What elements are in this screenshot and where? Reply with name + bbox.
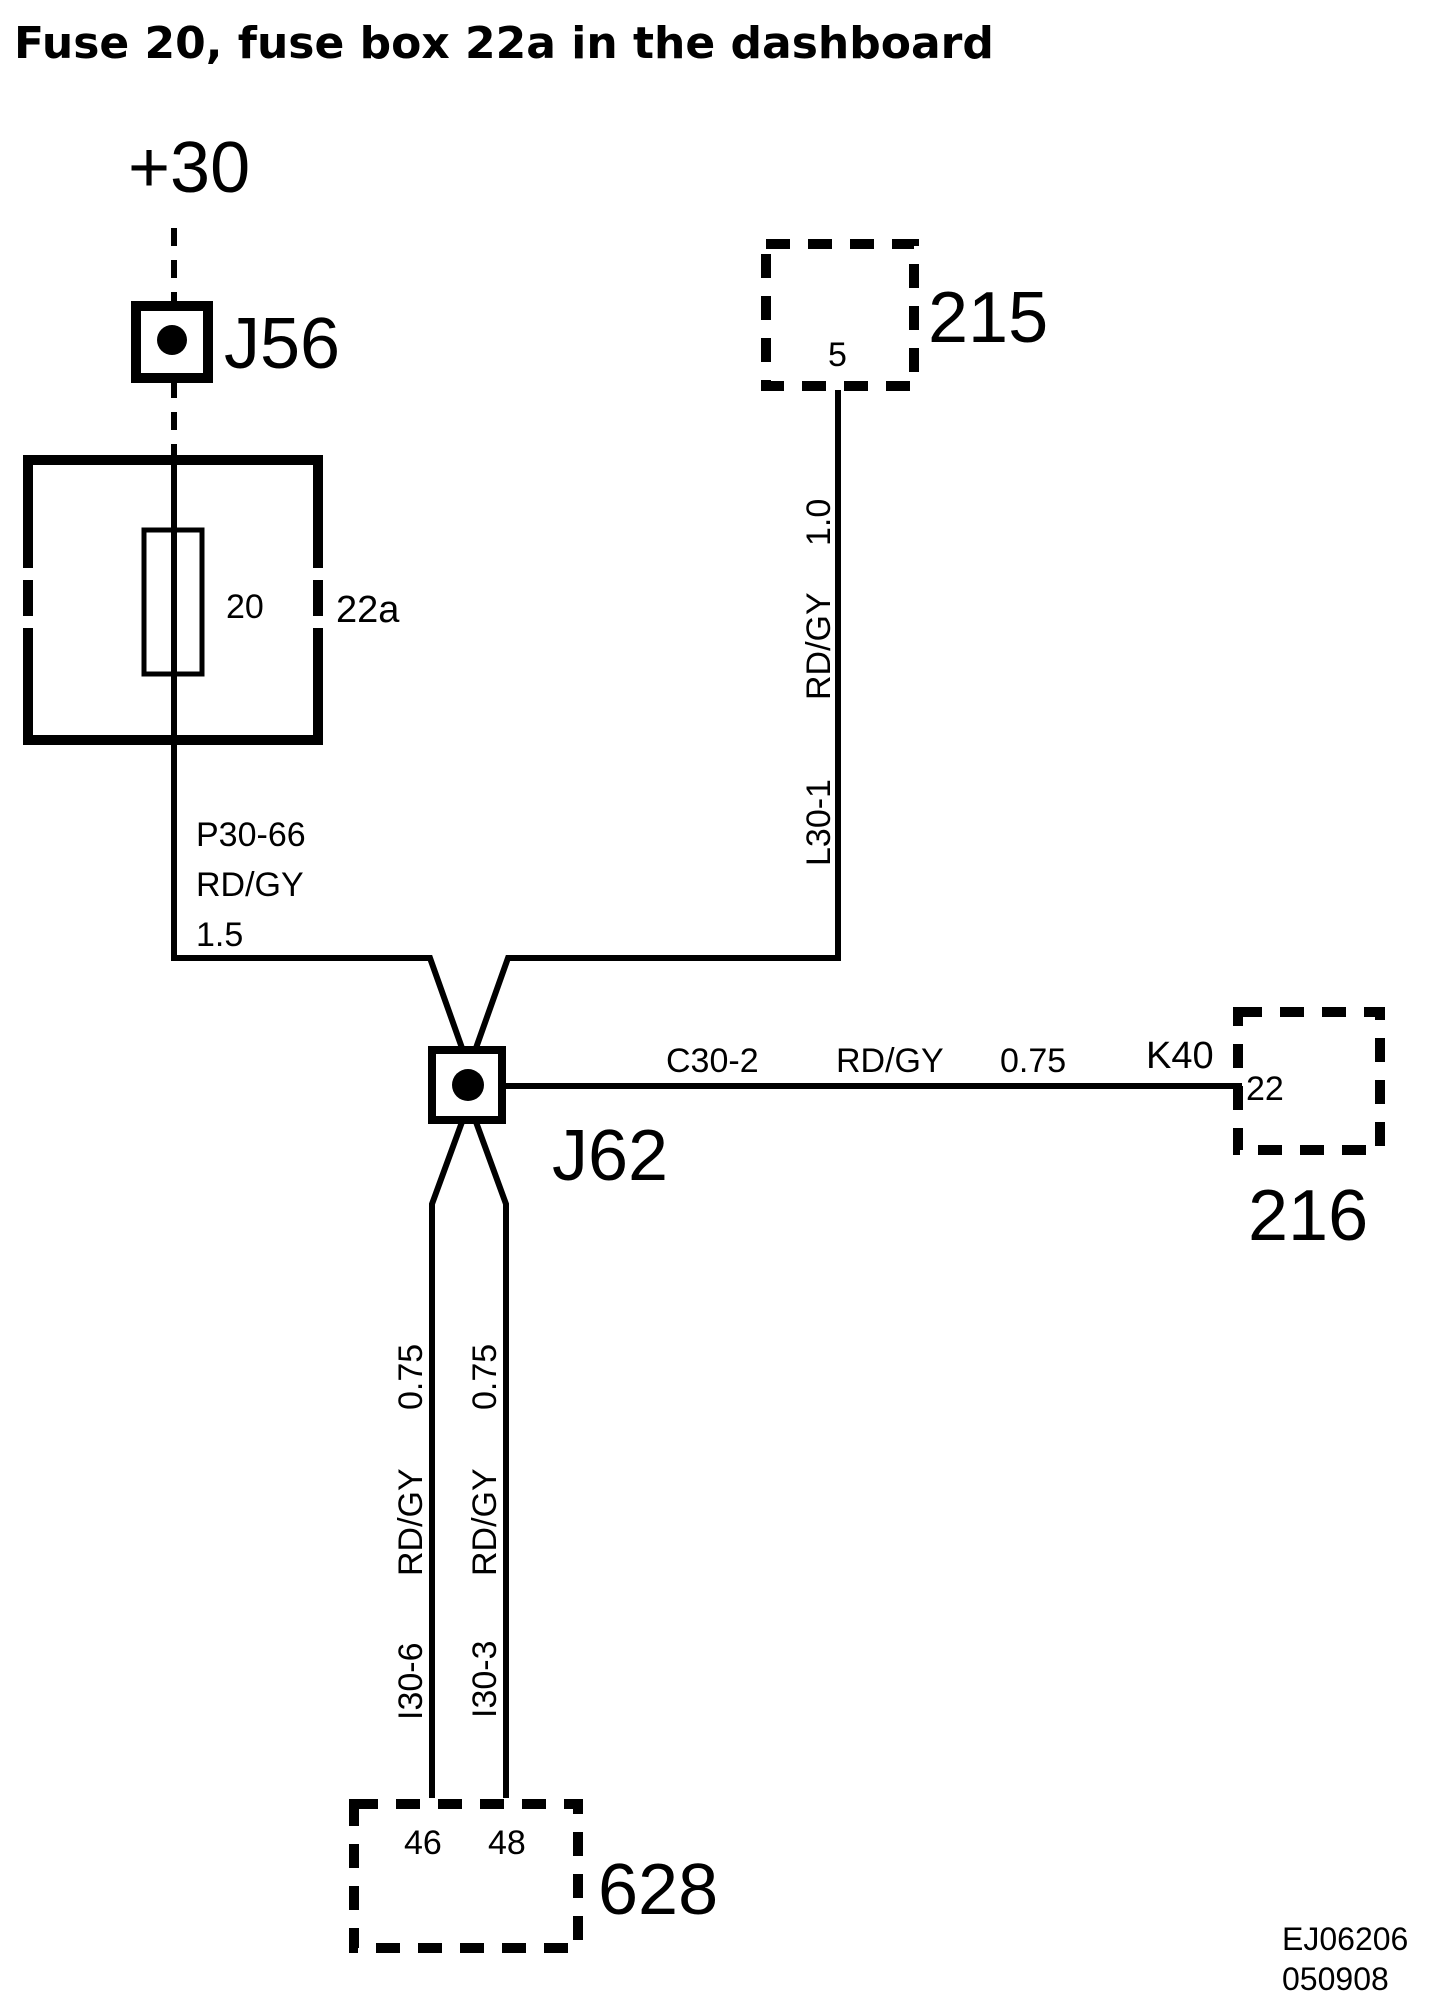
wire-i30-3-id: I30-3 [466,1641,504,1719]
component-628-pin-b: 48 [488,1824,526,1862]
splice-j56-label: J56 [224,304,340,384]
wire-l30-1[interactable] [473,390,841,1050]
wire-i30-3-size: 0.75 [466,1344,504,1410]
wire-c30-2-color: RD/GY [836,1042,944,1080]
splice-j56-dot [157,325,187,355]
diagram-title: Fuse 20, fuse box 22a in the dashboard [14,18,994,69]
component-215-label: 215 [928,278,1048,358]
splice-j62-box [428,1046,506,1124]
wire-i30-6-id: I30-6 [392,1643,430,1721]
wire-c30-2-id: C30-2 [666,1042,759,1080]
wire-i30-3[interactable] [473,1120,509,1798]
wire-p30-66[interactable] [171,674,465,1050]
splice-j62[interactable] [428,1046,506,1124]
fuse-number: 20 [226,588,264,626]
reference-date: 050908 [1282,1961,1389,1997]
wire-p30-66-size: 1.5 [196,916,243,954]
splice-j56[interactable] [131,301,213,383]
wire-c30-2-size: 0.75 [1000,1042,1066,1080]
wire-i30-6-color: RD/GY [392,1468,430,1576]
wire-l30-1-color: RD/GY [800,592,838,700]
component-628-box[interactable] [349,1799,583,1953]
component-215-box[interactable] [761,239,919,391]
supply-label: +30 [128,128,250,208]
component-628-label: 628 [598,1850,718,1930]
component-216-pin: 22 [1246,1070,1284,1108]
splice-j62-label: J62 [552,1116,668,1196]
component-216-connector: K40 [1146,1035,1214,1077]
wire-i30-6-size: 0.75 [392,1344,430,1410]
component-216-label: 216 [1248,1176,1368,1256]
component-215-pin: 5 [828,336,847,374]
wire-l30-1-id: L30-1 [800,779,838,866]
component-216-box[interactable] [1233,1007,1385,1155]
wire-l30-1-size: 1.0 [800,499,838,546]
splice-j56-box [131,301,213,383]
wire-i30-6[interactable] [429,1120,465,1798]
component-628-pin-a: 46 [404,1824,442,1862]
fuse-box-label: 22a [336,589,400,631]
wire-p30-66-id: P30-66 [196,816,306,854]
wire-p30-66-color: RD/GY [196,866,304,904]
reference-code: EJ06206 [1282,1921,1408,1957]
wire-i30-3-color: RD/GY [466,1468,504,1576]
splice-j62-dot [452,1069,484,1101]
